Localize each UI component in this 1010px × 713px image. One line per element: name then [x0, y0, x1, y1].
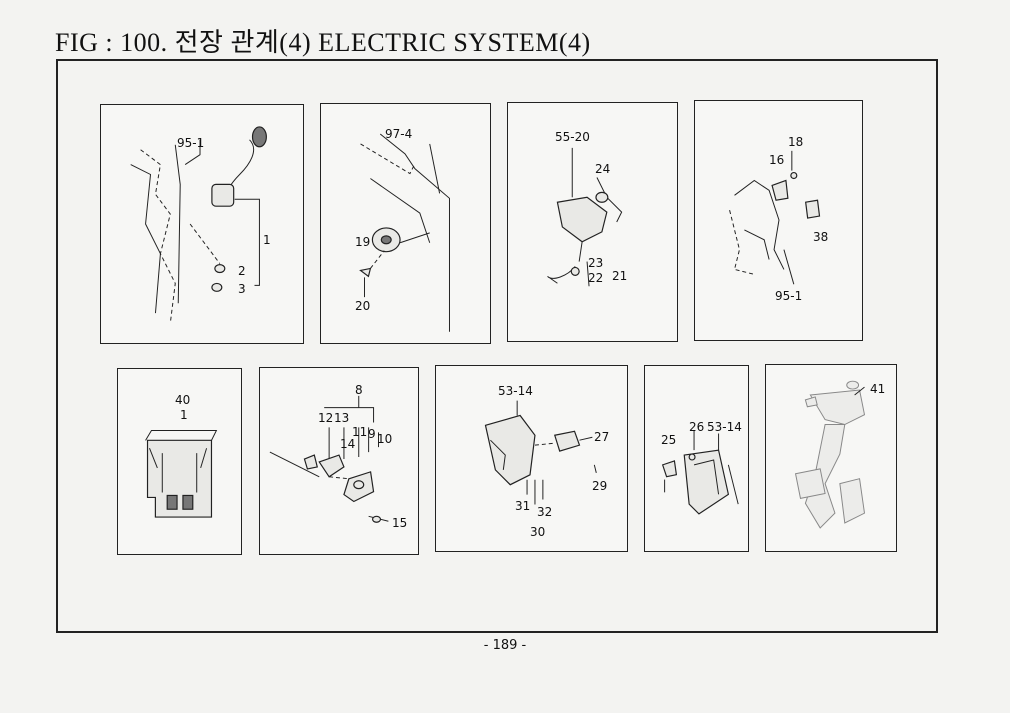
panel-1: 95-1 1 2 3 [100, 104, 304, 344]
part-label: 95-1 [775, 289, 803, 303]
part-label: 1 [263, 233, 271, 247]
page-number: - 189 - [483, 638, 527, 653]
part-label: 53-14 [707, 420, 742, 434]
panel-3-drawing [547, 147, 623, 287]
part-label: 12 [318, 411, 334, 425]
part-label: 23 [588, 256, 604, 270]
panel-9-drawing [794, 380, 866, 529]
panel-4-drawing [729, 150, 821, 285]
part-label: 22 [588, 271, 604, 285]
part-label: 2 [238, 264, 246, 278]
part-label: 9 [368, 427, 376, 441]
panel-2: 97-4 19 20 [320, 103, 491, 344]
panel-1-drawing [130, 126, 267, 324]
part-label: 8 [355, 383, 363, 397]
panel-3: 55-20 24 23 22 21 [507, 102, 678, 342]
part-label: 15 [392, 516, 408, 530]
panel-5: 40 1 [117, 368, 242, 555]
panel-9: 41 [765, 364, 897, 552]
part-label: 31 [515, 499, 531, 513]
panel-7: 53-14 27 29 31 32 30 [435, 365, 628, 552]
panel-7-drawing [484, 400, 597, 505]
part-label: 30 [530, 525, 546, 539]
panel-6-drawing [269, 395, 389, 523]
part-label: 18 [788, 135, 804, 149]
part-label: 13 [334, 411, 350, 425]
part-label: 3 [238, 282, 246, 296]
panel-8: 26 53-14 25 [644, 365, 749, 552]
diagram-frame [56, 59, 938, 633]
panel-5-drawing [145, 430, 218, 518]
part-label: 53-14 [498, 384, 533, 398]
part-label: 29 [592, 479, 608, 493]
part-label: 24 [595, 162, 611, 176]
part-label: 97-4 [385, 127, 413, 141]
part-label: 32 [537, 505, 553, 519]
part-label: 11 [352, 425, 368, 439]
part-label: 55-20 [555, 130, 590, 144]
panel-8-drawing [661, 430, 739, 515]
part-label: 25 [661, 433, 677, 447]
part-label: 26 [689, 420, 705, 434]
panel-4: 18 16 38 95-1 [694, 100, 863, 341]
part-label: 14 [340, 437, 356, 451]
panel-6: 8 12 13 11 9 10 14 15 [259, 367, 419, 555]
panel-2-drawing [359, 133, 450, 332]
part-label: 19 [355, 235, 371, 249]
part-label: 21 [612, 269, 628, 283]
part-label: 95-1 [177, 136, 205, 150]
part-label: 10 [377, 432, 393, 446]
figure-title: FIG : 100. 전장 관계(4) ELECTRIC SYSTEM(4) [55, 28, 591, 57]
part-label: 27 [594, 430, 610, 444]
part-label: 38 [813, 230, 829, 244]
part-label: 16 [769, 153, 785, 167]
part-label: 20 [355, 299, 371, 313]
part-label: 41 [870, 382, 886, 396]
part-label: 1 [180, 408, 188, 422]
part-label: 40 [175, 393, 191, 407]
